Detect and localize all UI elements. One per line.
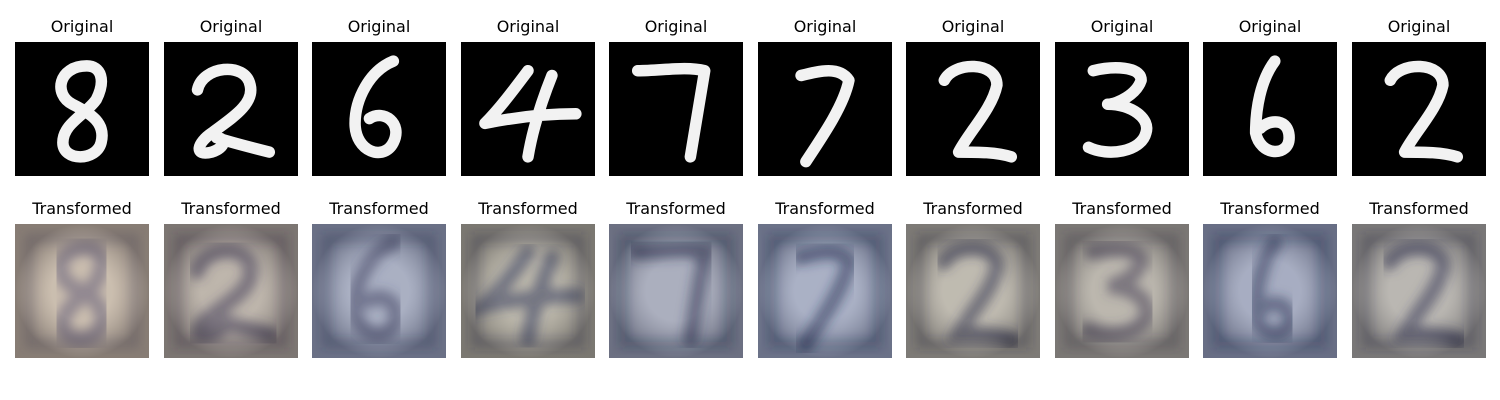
original-title: Original bbox=[496, 17, 560, 36]
original-image-panel bbox=[1203, 42, 1337, 176]
transformed-digit-image bbox=[312, 224, 446, 358]
original-image-panel bbox=[609, 42, 743, 176]
original-digit-image bbox=[906, 42, 1040, 176]
transformed-title: Transformed bbox=[626, 199, 726, 218]
transformed-image-panel bbox=[461, 224, 595, 358]
transformed-digit-image bbox=[906, 224, 1040, 358]
transformed-digit-image bbox=[609, 224, 743, 358]
digit-stroke bbox=[1384, 60, 1464, 163]
vignette-overlay bbox=[906, 224, 1040, 358]
vignette-overlay bbox=[461, 224, 595, 358]
original-title: Original bbox=[199, 17, 263, 36]
original-digit-image bbox=[609, 42, 743, 176]
original-image-panel bbox=[15, 42, 149, 176]
original-digit-image bbox=[758, 42, 892, 176]
image-background bbox=[609, 42, 743, 176]
transformed-image-panel bbox=[1203, 224, 1337, 358]
original-title: Original bbox=[793, 17, 857, 36]
transformed-title: Transformed bbox=[775, 199, 875, 218]
original-image-panel bbox=[1055, 42, 1189, 176]
transformed-digit-image bbox=[1352, 224, 1486, 358]
digit-stroke bbox=[1082, 62, 1153, 158]
transformed-image-panel bbox=[758, 224, 892, 358]
digit-stroke bbox=[631, 62, 711, 163]
transformed-image-panel bbox=[1352, 224, 1486, 358]
original-digit-image bbox=[312, 42, 446, 176]
transformed-image-panel bbox=[15, 224, 149, 358]
original-title: Original bbox=[941, 17, 1005, 36]
image-background bbox=[758, 42, 892, 176]
original-image-panel bbox=[461, 42, 595, 176]
transformed-title: Transformed bbox=[1220, 199, 1320, 218]
original-digit-image bbox=[1203, 42, 1337, 176]
transformed-title: Transformed bbox=[32, 199, 132, 218]
original-image-panel bbox=[312, 42, 446, 176]
original-image-panel bbox=[758, 42, 892, 176]
original-title: Original bbox=[1238, 17, 1302, 36]
vignette-overlay bbox=[312, 224, 446, 358]
original-digit-image bbox=[15, 42, 149, 176]
transformed-image-panel bbox=[1055, 224, 1189, 358]
original-title: Original bbox=[50, 17, 114, 36]
original-image-panel bbox=[906, 42, 1040, 176]
vignette-overlay bbox=[609, 224, 743, 358]
transformed-digit-image bbox=[164, 224, 298, 358]
digit-stroke bbox=[938, 60, 1018, 163]
digit-stroke bbox=[479, 64, 582, 163]
vignette-overlay bbox=[758, 224, 892, 358]
original-title: Original bbox=[644, 17, 708, 36]
transformed-title: Transformed bbox=[1369, 199, 1469, 218]
digit-stroke bbox=[55, 60, 108, 163]
transformed-title: Transformed bbox=[478, 199, 578, 218]
transformed-digit-image bbox=[15, 224, 149, 358]
image-background bbox=[164, 42, 298, 176]
transformed-image-panel bbox=[312, 224, 446, 358]
vignette-overlay bbox=[1203, 224, 1337, 358]
original-title: Original bbox=[1387, 17, 1451, 36]
original-digit-image bbox=[461, 42, 595, 176]
transformed-image-panel bbox=[164, 224, 298, 358]
original-digit-image bbox=[1055, 42, 1189, 176]
transformed-image-panel bbox=[906, 224, 1040, 358]
transformed-title: Transformed bbox=[181, 199, 281, 218]
original-image-panel bbox=[164, 42, 298, 176]
vignette-overlay bbox=[1352, 224, 1486, 358]
original-digit-image bbox=[1352, 42, 1486, 176]
transformed-digit-image bbox=[461, 224, 595, 358]
vignette-overlay bbox=[15, 224, 149, 358]
digit-stroke bbox=[191, 63, 276, 159]
transformed-digit-image bbox=[1055, 224, 1189, 358]
original-title: Original bbox=[1090, 17, 1154, 36]
vignette-overlay bbox=[164, 224, 298, 358]
digit-stroke bbox=[795, 64, 855, 168]
digit-stroke bbox=[1249, 55, 1295, 158]
transformed-digit-image bbox=[1203, 224, 1337, 358]
original-title: Original bbox=[347, 17, 411, 36]
transformed-title: Transformed bbox=[1072, 199, 1172, 218]
transformed-image-panel bbox=[609, 224, 743, 358]
original-digit-image bbox=[164, 42, 298, 176]
transformed-title: Transformed bbox=[329, 199, 429, 218]
digit-stroke bbox=[349, 55, 402, 159]
vignette-overlay bbox=[1055, 224, 1189, 358]
transformed-title: Transformed bbox=[923, 199, 1023, 218]
transformed-digit-image bbox=[758, 224, 892, 358]
original-image-panel bbox=[1352, 42, 1486, 176]
